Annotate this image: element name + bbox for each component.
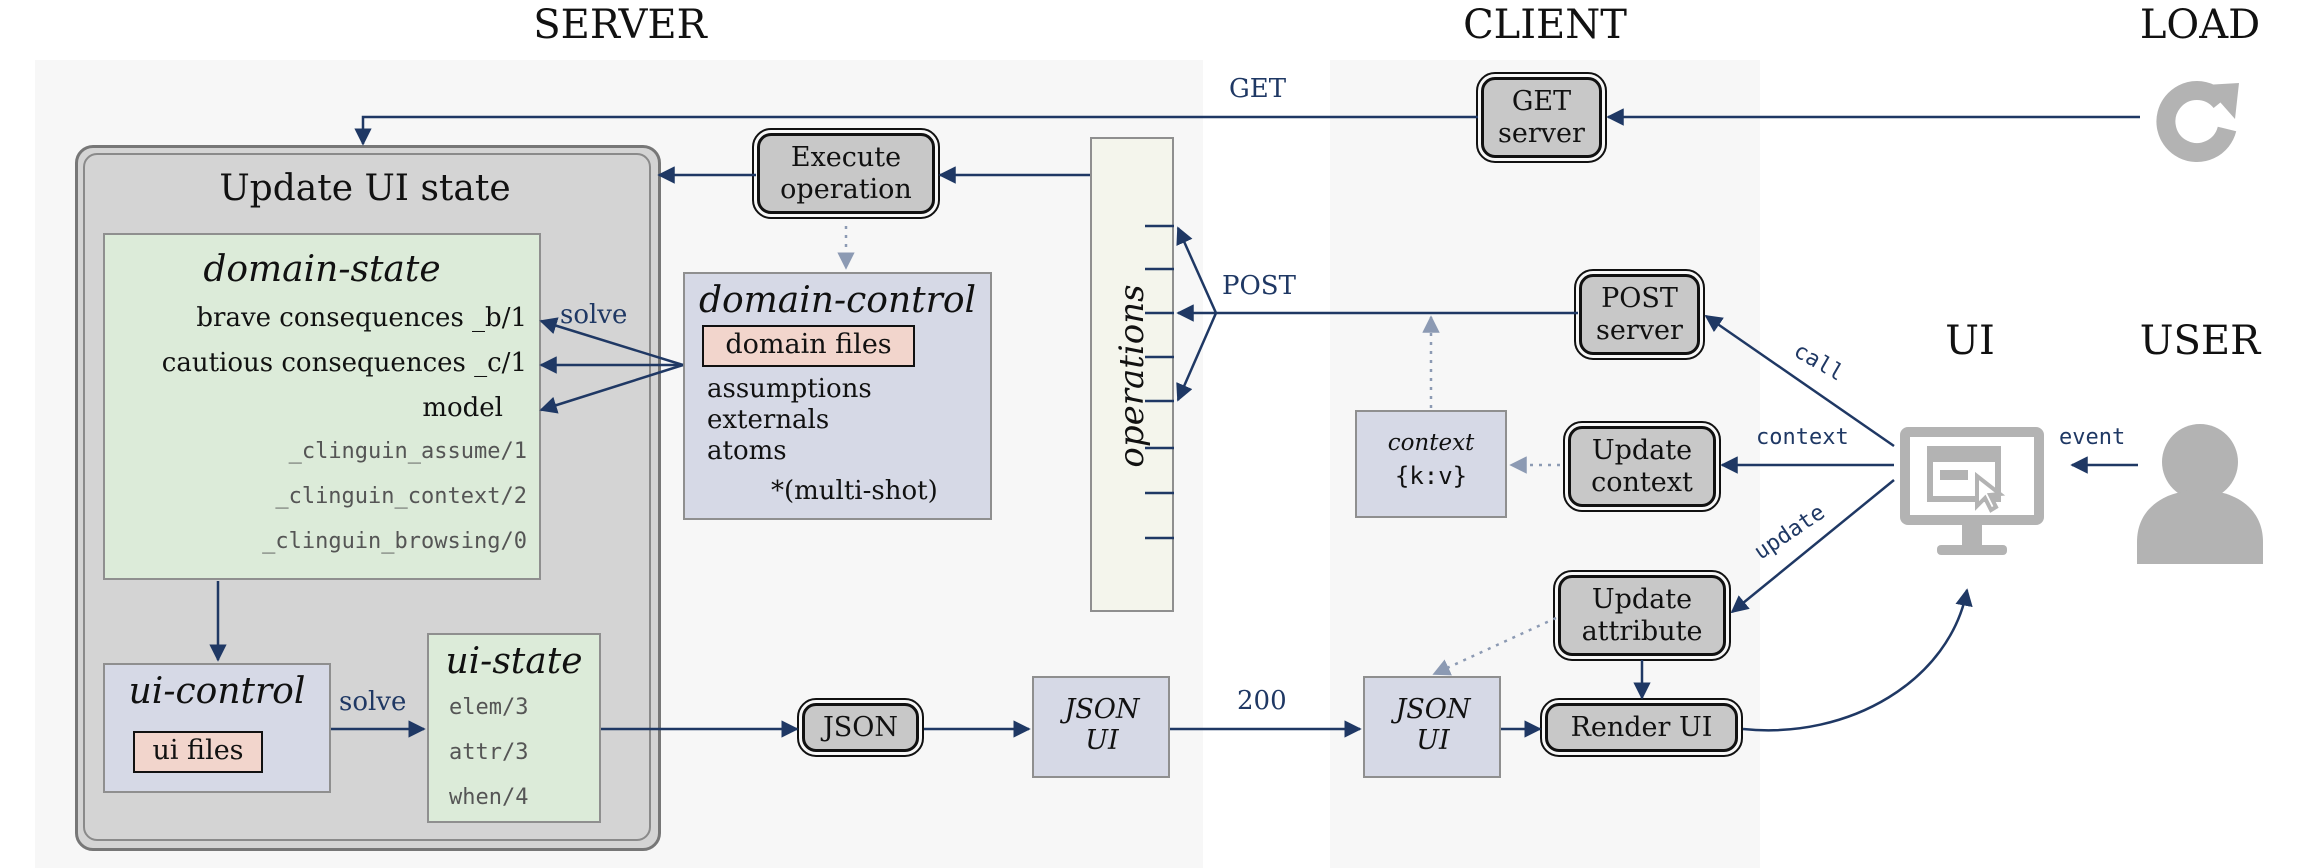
update-attribute-node: Update attribute: [1553, 570, 1731, 661]
monitor-neck: [1962, 525, 1982, 545]
domain-control-line: externals: [707, 405, 830, 435]
domain-state-line: _clinguin_context/2: [275, 484, 527, 509]
domain-state-title: domain-state: [203, 249, 441, 290]
operations-label: operations: [1112, 284, 1152, 468]
execute-operation-node: Execute operation: [752, 128, 940, 219]
monitor-window-field: [1940, 470, 1968, 480]
ui-state-line: attr/3: [449, 740, 529, 765]
context-edge-label: context: [1756, 425, 1849, 450]
update-ui-state-title: Update UI state: [219, 168, 511, 209]
user-icon: [2137, 424, 2263, 564]
domain-control-box: domain-control domain files assumptions …: [683, 272, 992, 520]
ui-control-box: ui-control ui files: [103, 663, 331, 793]
monitor-stand: [1937, 545, 2007, 555]
json-ui-client-box: [1363, 676, 1501, 778]
load-heading: LOAD: [2139, 2, 2261, 48]
domain-control-title: domain-control: [698, 280, 977, 321]
context-label: context: [1387, 430, 1475, 456]
ui-files-box: ui files: [133, 731, 263, 773]
get-edge-label: GET: [1229, 74, 1287, 104]
ui-state-box: ui-state elem/3 attr/3 when/4: [427, 633, 601, 823]
domain-state-box: domain-state brave consequences _b/1 cau…: [103, 233, 541, 580]
user-heading: USER: [2139, 318, 2261, 364]
domain-control-line: atoms: [707, 436, 787, 466]
ui-heading: UI: [1945, 318, 1995, 364]
ui-state-title: ui-state: [445, 641, 583, 682]
domain-state-line: brave consequences _b/1: [196, 303, 527, 333]
operations-bar: [1090, 137, 1174, 612]
update-ui-state-inner-border: [83, 153, 651, 841]
client-heading: CLIENT: [1463, 2, 1627, 48]
post-edge-label: POST: [1222, 271, 1296, 301]
render-ui-node: Render UI: [1540, 698, 1743, 757]
json-ui-server-box: [1032, 676, 1170, 778]
server-heading: SERVER: [533, 2, 707, 48]
ui-control-title: ui-control: [128, 671, 306, 712]
json-node: JSON: [797, 698, 924, 757]
ui-state-line: when/4: [449, 785, 529, 810]
update-context-node: Update context: [1563, 421, 1721, 512]
reload-icon[interactable]: [2147, 75, 2247, 175]
solve-edge-label-ui: solve: [339, 687, 407, 717]
status-200-label: 200: [1237, 686, 1287, 716]
edge-render-to-monitor: [1742, 588, 1973, 732]
user-head: [2162, 424, 2238, 500]
monitor-icon[interactable]: [1897, 424, 2047, 564]
update-edge-label: update: [1749, 499, 1830, 566]
domain-control-line: assumptions: [707, 374, 872, 404]
reload-arc: [2156, 81, 2237, 162]
domain-state-line: _clinguin_assume/1: [288, 439, 527, 464]
post-server-node: POST server: [1574, 269, 1705, 360]
context-box: [1355, 410, 1507, 518]
domain-files-box: domain files: [702, 325, 915, 367]
domain-state-line: cautious consequences _c/1: [161, 348, 527, 378]
user-body: [2137, 490, 2263, 564]
call-edge-label: call: [1789, 338, 1848, 387]
reload-arrowhead: [2205, 83, 2239, 119]
multishot-note: *(multi-shot): [771, 476, 938, 506]
event-edge-label: event: [2059, 425, 2126, 450]
json-ui-client-label: JSON UI: [1395, 694, 1471, 756]
domain-state-line: _clinguin_browsing/0: [262, 529, 527, 554]
json-ui-server-label: JSON UI: [1064, 694, 1140, 756]
context-value: {k:v}: [1394, 462, 1468, 490]
ui-state-line: elem/3: [449, 695, 529, 720]
cursor-shape: [1975, 471, 2006, 513]
solve-edge-label-domain: solve: [560, 300, 628, 330]
get-server-node: GET server: [1476, 72, 1607, 163]
domain-state-line: model: [422, 393, 503, 423]
